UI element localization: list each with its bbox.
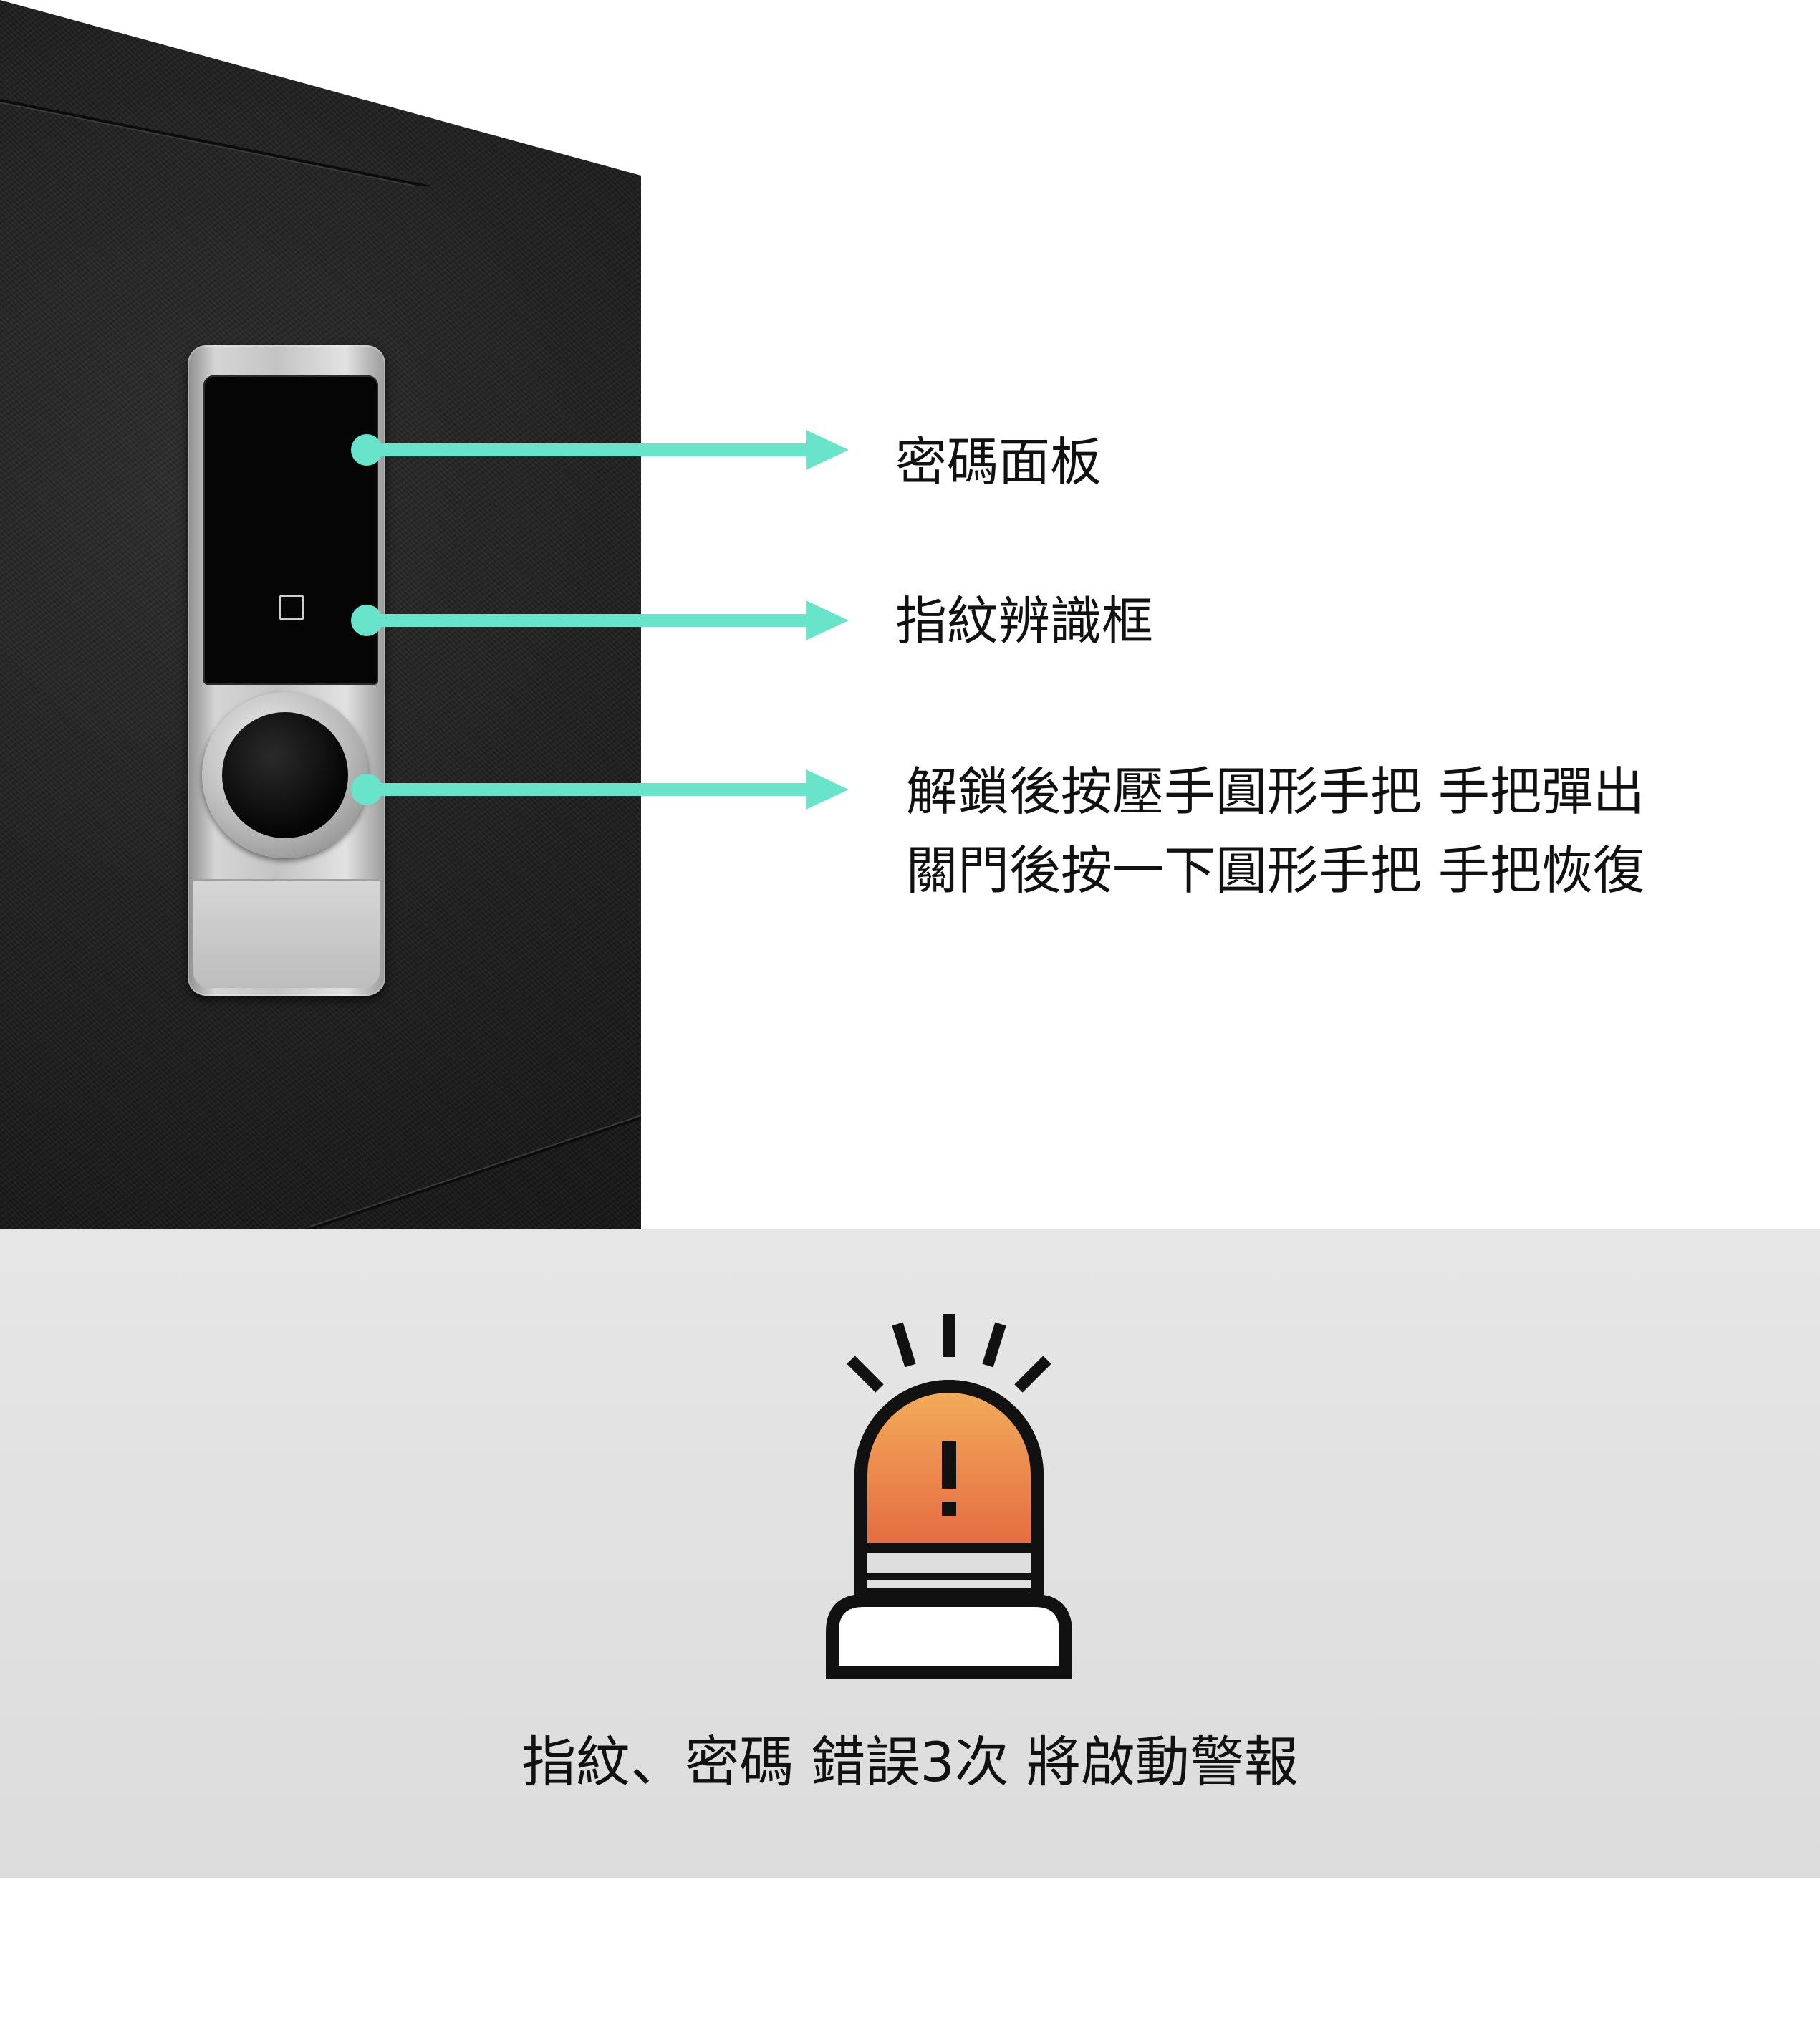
keypad-panel[interactable]: [203, 375, 378, 685]
arrow-panel: [351, 430, 849, 470]
callout-label-panel: 密碼面板: [895, 432, 1102, 492]
round-handle-knob[interactable]: [222, 712, 348, 838]
callout-label-fingerprint: 指紋辨識框: [895, 591, 1154, 651]
arrow-handle: [351, 769, 849, 810]
fingerprint-sensor-icon[interactable]: [279, 595, 304, 620]
callout-label-handle: 解鎖後按壓手圓形手把 手把彈出 關門後按一下圓形手把 手把恢復: [906, 752, 1645, 910]
footer-spacer: [0, 1878, 1820, 2044]
electronic-lock: [188, 345, 385, 996]
alarm-rays-icon: [847, 1314, 1051, 1393]
product-photo-section: 密碼面板 指紋辨識框 解鎖後按壓手圓形手把 手把彈出 關門後按一下圓形手把 手把…: [0, 0, 1645, 1229]
callout-handle-line-1: 解鎖後按壓手圓形手把 手把彈出: [906, 762, 1645, 822]
safe-top-seam: [0, 99, 641, 186]
safe-bottom-seam: [307, 1115, 641, 1229]
lock-plate-base: [193, 879, 380, 988]
callout-handle-line-2: 關門後按一下圓形手把 手把恢復: [906, 840, 1645, 901]
alarm-warning-text: 指紋、密碼 錯誤3次 將啟動警報: [521, 1730, 1299, 1794]
exclamation-icon: [942, 1441, 956, 1516]
arrow-fingerprint: [351, 600, 849, 640]
alarm-siren-icon: [826, 1314, 1072, 1679]
callout-arrows: [351, 430, 849, 810]
round-handle[interactable]: [202, 692, 368, 858]
